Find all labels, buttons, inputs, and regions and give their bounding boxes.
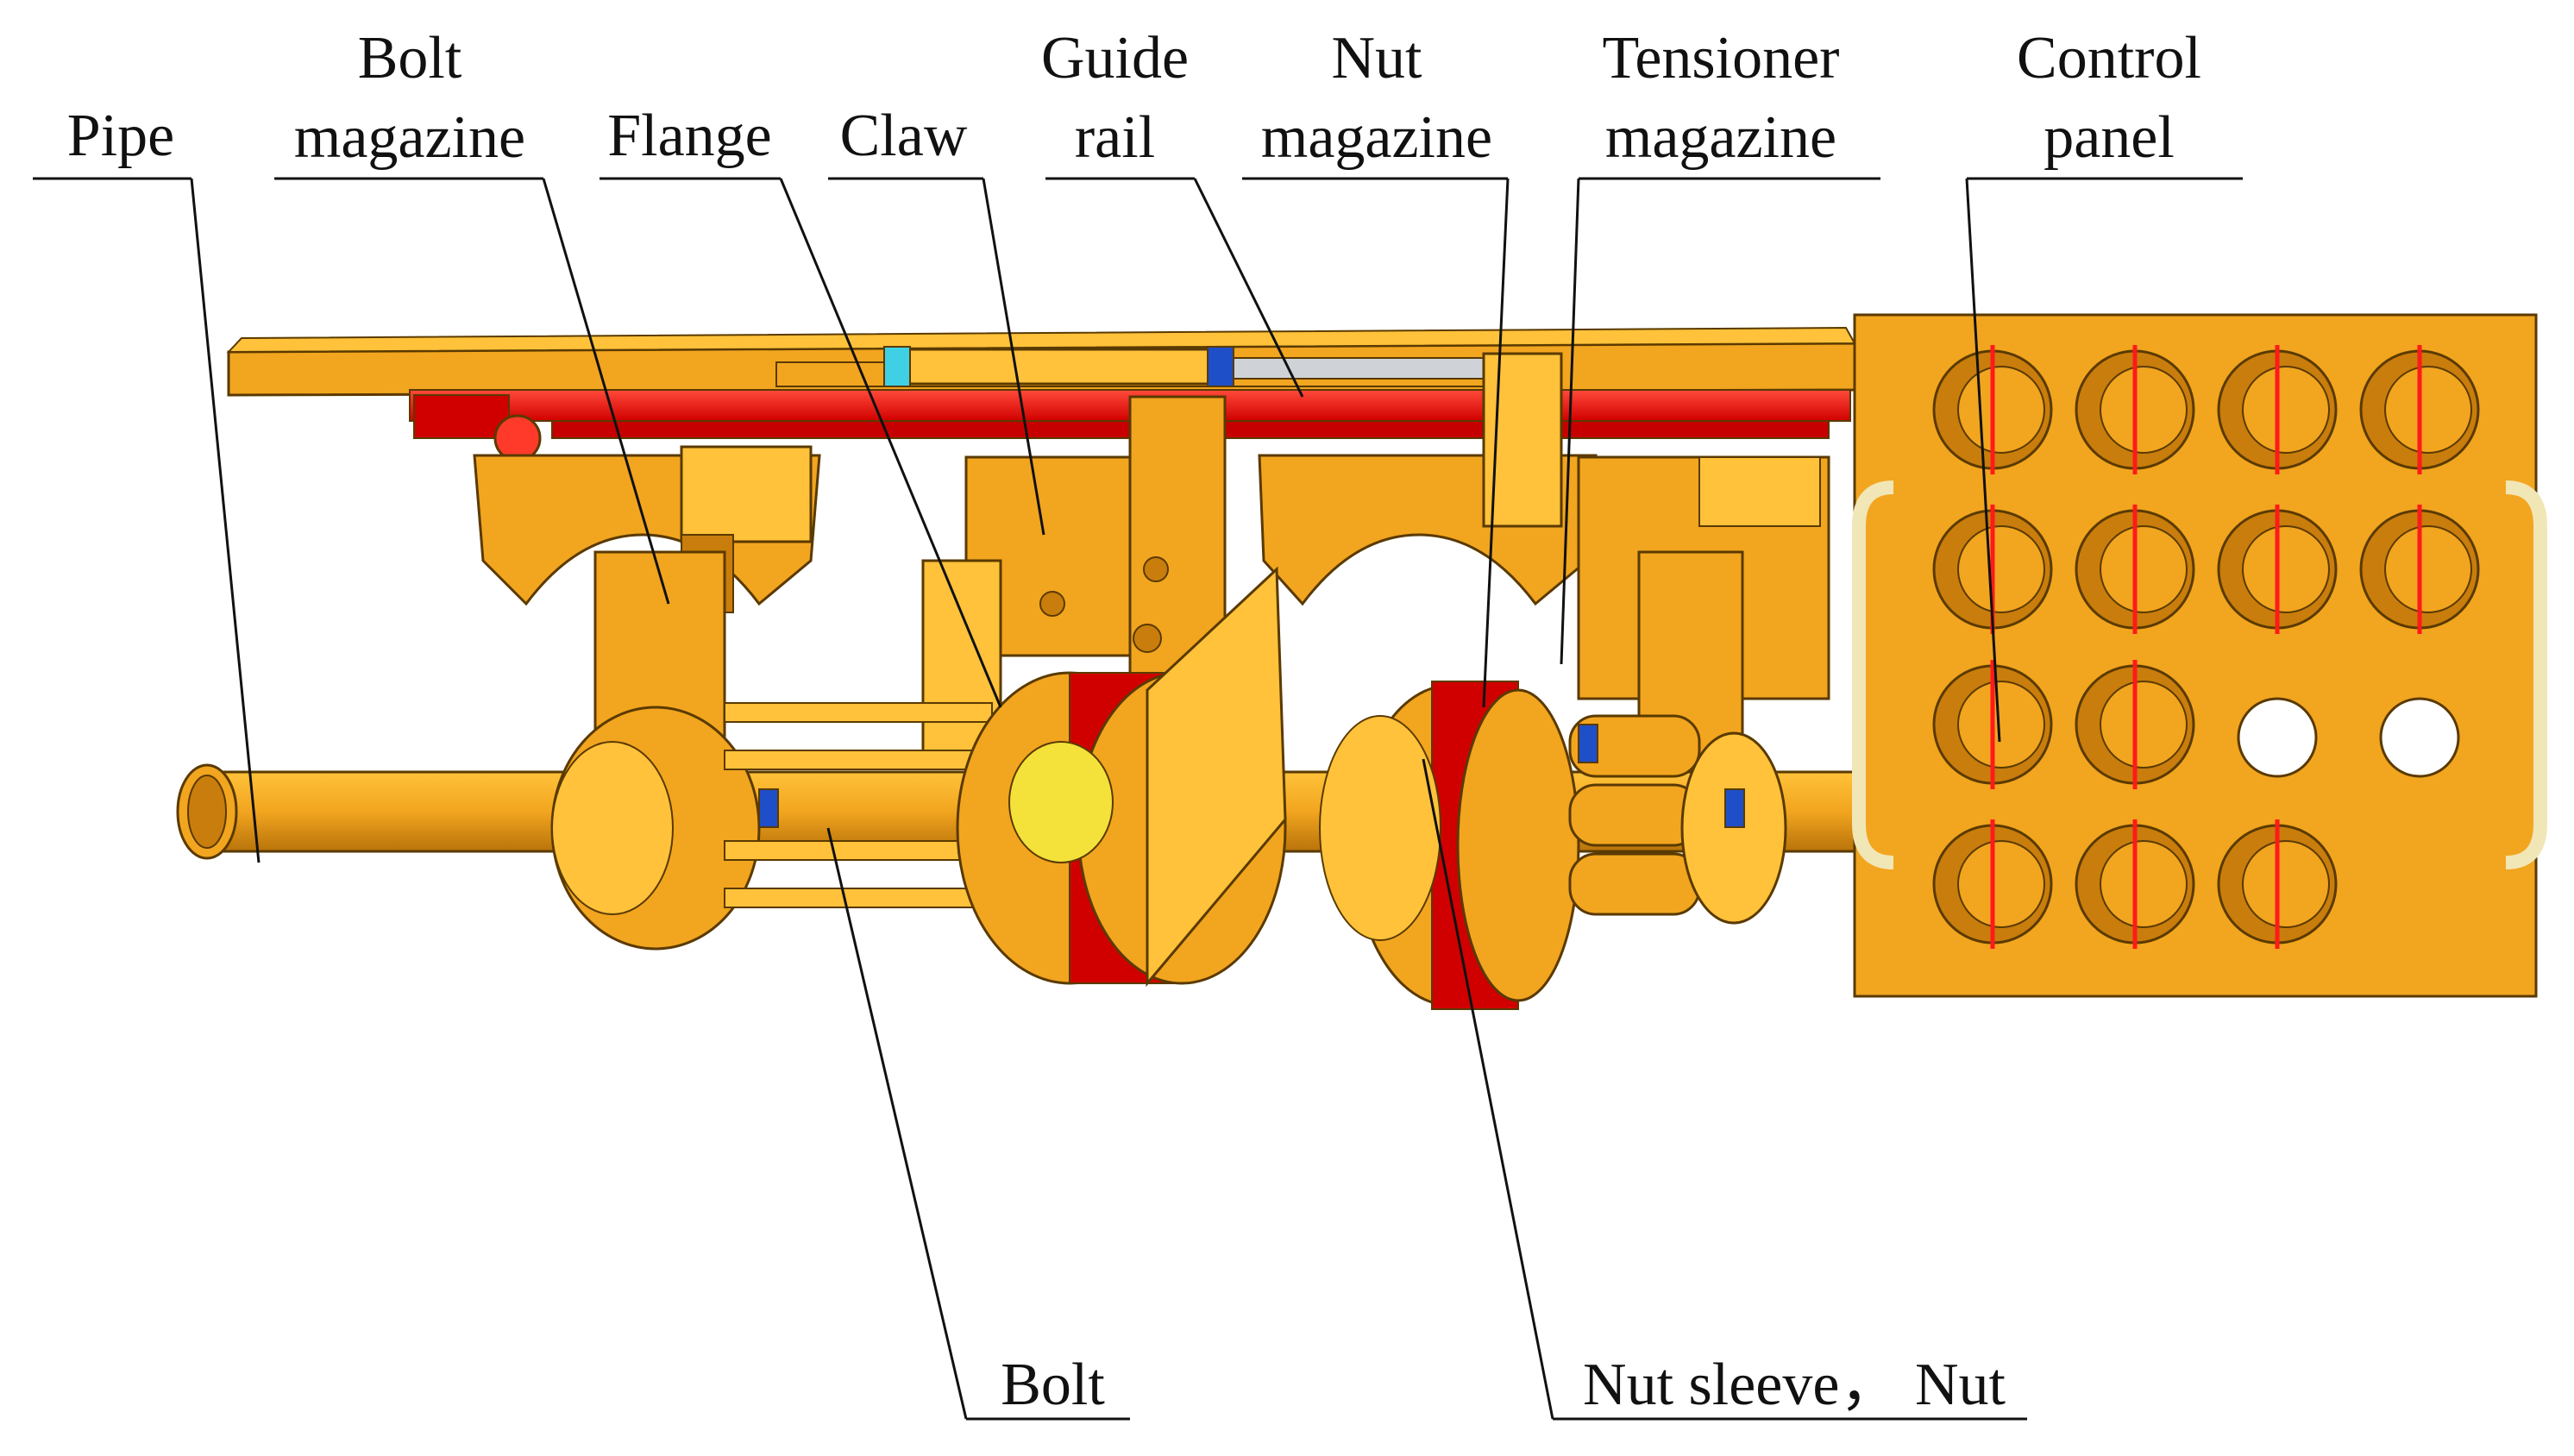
label-claw: Claw [824,97,983,176]
label-tensioner-magazine: Tensioner magazine [1579,19,1863,178]
claw-leader [982,178,1045,536]
control-panel-leader [1965,178,2001,743]
label-claw-text: Claw [839,103,968,169]
leader-lines [33,177,2243,1421]
control-knob [2075,505,2195,634]
label-bolt-magazine-line2: magazine [293,104,526,171]
flange [956,566,1287,988]
label-control-panel-line2: panel [2044,104,2175,171]
empty-panel-hole [2237,697,2318,778]
bolt-magazine-disc [550,706,761,951]
label-bolt-text: Bolt [1001,1352,1105,1418]
label-nut-magazine-line1: Nut [1331,25,1422,91]
control-knob [2075,345,2195,474]
nut-sleeve [1319,681,1580,1010]
flange-leader [779,178,1002,708]
pipe-leader [190,178,261,863]
control-knob [1932,819,2053,949]
label-flange-text: Flange [607,103,772,169]
label-guide-rail-line2: rail [1074,104,1156,171]
label-pipe-text: Pipe [66,103,175,169]
control-knob [1932,660,2053,789]
control-knob [1932,505,2053,634]
label-pipe: Pipe [47,97,194,176]
control-knob [1932,345,2053,474]
label-bolt-magazine-line1: Bolt [357,25,462,91]
label-guide-rail-line1: Guide [1040,25,1190,91]
control-panel [1852,313,2547,998]
label-tensioner-magazine-line2: magazine [1604,104,1837,171]
control-knob [2359,345,2480,474]
bolts [724,702,1001,908]
control-knob [2075,819,2195,949]
tensioner-magazine-leader [1560,178,1580,665]
label-bolt: Bolt [973,1346,1133,1425]
label-flange: Flange [597,97,782,176]
control-knob [2359,505,2480,634]
label-nut-magazine-line2: magazine [1260,104,1493,171]
label-nut-magazine: Nut magazine [1242,19,1511,178]
label-nut-sleeve-nut: Nut sleeve， Nut [1553,1346,2036,1425]
label-tensioner-magazine-line1: Tensioner [1602,25,1840,91]
label-bolt-magazine: Bolt magazine [272,19,548,178]
label-nut-sleeve-nut-text: Nut sleeve， Nut [1583,1352,2006,1418]
control-knob [2217,505,2338,634]
label-guide-rail: Guide rail [1031,19,1199,178]
empty-panel-hole [2379,697,2460,778]
label-control-panel: Control panel [1971,19,2247,178]
control-knob [2075,660,2195,789]
control-knob [2217,819,2338,949]
control-knob [2217,345,2338,474]
nut-magazine-leader [1482,178,1510,708]
tensioners [758,714,1787,925]
label-control-panel-line1: Control [2017,25,2201,91]
bolt-magazine-leader [542,178,670,605]
nut-sleeve-leader [1422,758,1554,1420]
guide-rail-leader [1193,178,1304,398]
bolt-leader [826,827,968,1420]
